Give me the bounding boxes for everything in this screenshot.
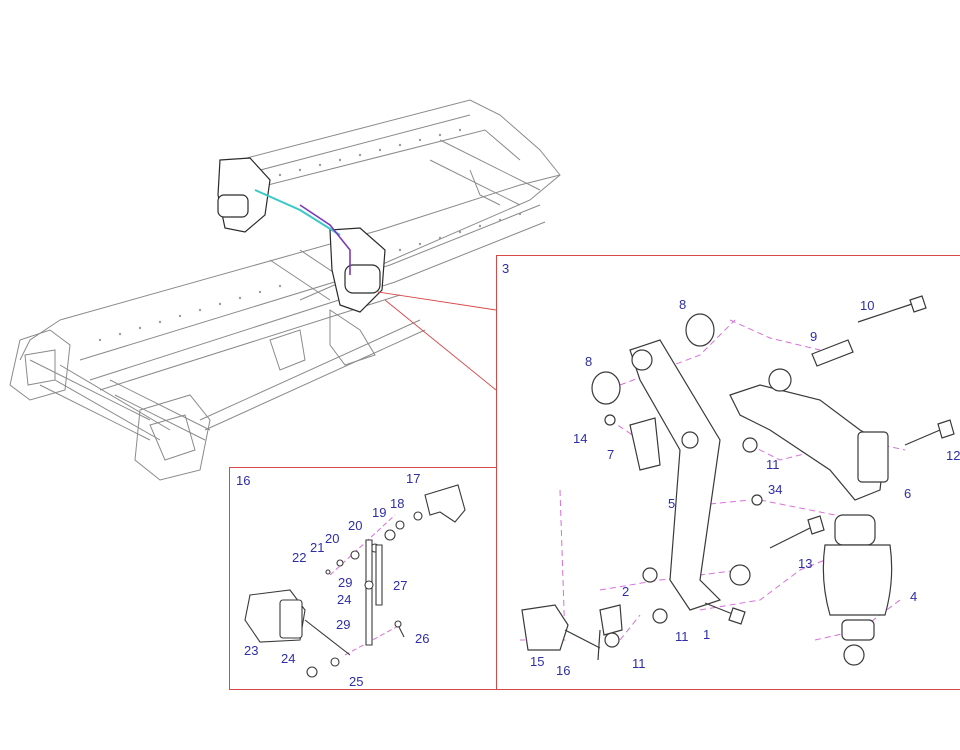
detail-panel-number: 3 [502,261,510,276]
callout-21: 21 [310,540,325,555]
callout-18: 18 [390,496,405,511]
callout-20b: 20 [325,531,340,546]
callout-6: 6 [904,486,912,501]
callout-27: 27 [393,578,408,593]
callout-24a: 24 [337,592,352,607]
callout-11c: 11 [632,656,646,671]
inset-panel-number: 16 [236,473,251,488]
callout-26: 26 [415,631,430,646]
callout-12: 12 [946,448,960,463]
callout-22: 22 [292,550,307,565]
callout-15: 15 [530,654,545,669]
callout-2: 2 [622,584,630,599]
inset-panel [229,467,497,690]
callout-25: 25 [349,674,364,689]
callout-4: 4 [910,589,918,604]
callout-11a: 11 [766,457,780,472]
callout-1: 1 [703,627,711,642]
callout-14: 14 [573,431,588,446]
callout-10: 10 [860,298,875,313]
callout-11b: 11 [675,629,689,644]
callout-19: 19 [372,505,387,520]
callout-13: 13 [798,556,813,571]
callout-20a: 20 [348,518,363,533]
callout-5: 5 [668,496,676,511]
callout-29a: 29 [338,575,353,590]
callout-29b: 29 [336,617,351,632]
callout-8b: 8 [679,297,687,312]
callout-24b: 24 [281,651,296,666]
callout-7: 7 [607,447,615,462]
callout-34: 34 [768,482,783,497]
callout-17: 17 [406,471,421,486]
callout-23: 23 [244,643,259,658]
callout-16: 16 [556,663,571,678]
callout-9: 9 [810,329,818,344]
callout-8a: 8 [585,354,593,369]
